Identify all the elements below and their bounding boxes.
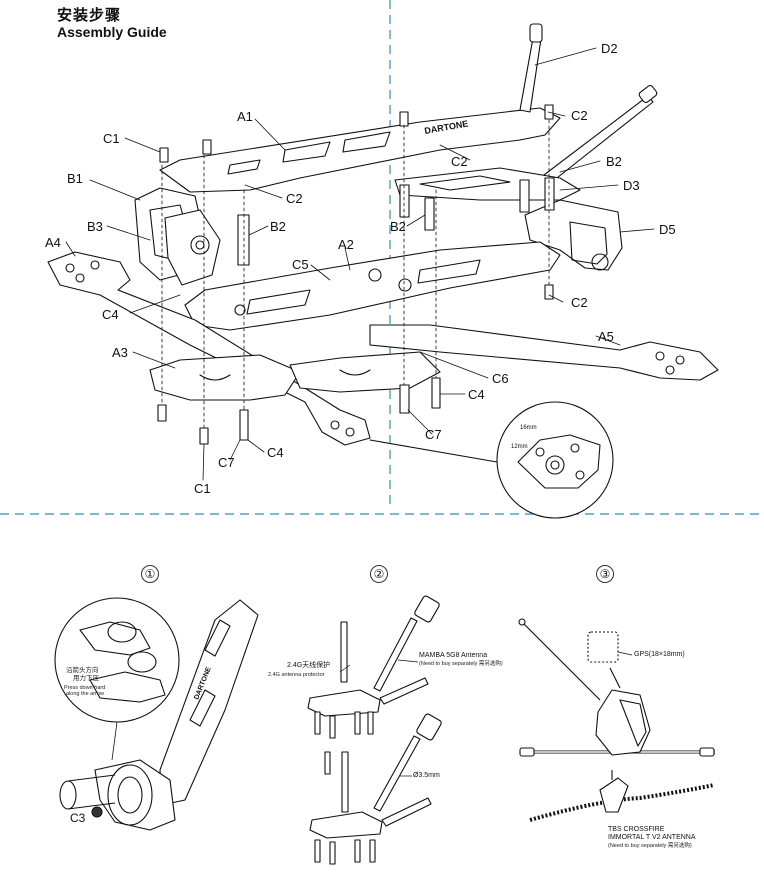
- label-a1: A1: [237, 109, 253, 124]
- d3-mount: [394, 167, 581, 201]
- label-d5: D5: [659, 222, 676, 237]
- page-title: Assembly Guide: [57, 24, 167, 40]
- step3-antenna-line1: TBS CROSSFIRE: [608, 826, 665, 833]
- step3-illustration: [518, 618, 715, 822]
- b2-standoffs-center: [399, 177, 555, 231]
- label-d2: D2: [601, 41, 618, 56]
- label-c1-bottom: C1: [194, 481, 211, 496]
- label-a5: A5: [598, 329, 614, 344]
- step-1-number: ①: [141, 565, 159, 583]
- label-b1: B1: [67, 171, 83, 186]
- label-c5: C5: [292, 257, 309, 272]
- label-c2-left: C2: [286, 191, 303, 206]
- step1-note-cn-1: 沿箭头方向: [66, 667, 99, 674]
- step3-antenna-note: (Need to buy separately 需另选购): [608, 843, 692, 849]
- arm-a4: [47, 251, 371, 446]
- b2-standoff: [237, 214, 250, 266]
- step1-note-en-2: along the arrow: [66, 691, 104, 697]
- step2-protector-cn: 2.4G天线保护: [287, 662, 331, 669]
- label-c4-bottom: C4: [267, 445, 284, 460]
- detail-inset: [369, 401, 614, 519]
- dim-12mm: 12mm: [511, 444, 528, 450]
- label-a4: A4: [45, 235, 61, 250]
- label-b2-left: B2: [270, 219, 286, 234]
- d2-antenna: [519, 23, 543, 113]
- label-c3: C3: [70, 811, 86, 825]
- step3-antenna-line2: IMMORTAL T V2 ANTENNA: [608, 834, 696, 841]
- step1-zoom-circle: [54, 597, 180, 723]
- step-2-number: ②: [370, 565, 388, 583]
- label-c4-left: C4: [102, 307, 119, 322]
- step1-note-cn-2: 用力下压: [73, 675, 99, 682]
- label-c2-right-top: C2: [571, 108, 588, 123]
- camera-mount-b1-b3: [134, 187, 221, 286]
- arm-a5: [369, 324, 719, 381]
- label-c7-right: C7: [425, 427, 442, 442]
- label-c2-mid: C2: [451, 154, 468, 169]
- step2-antenna-note: (Need to buy separately 需另选购): [419, 661, 503, 667]
- dim-16mm: 16mm: [520, 425, 537, 431]
- title-chinese: 安装步骤: [57, 6, 122, 24]
- label-b3: B3: [87, 219, 103, 234]
- label-d3: D3: [623, 178, 640, 193]
- label-b2-center: B2: [390, 219, 406, 234]
- step2-protector-en: 2.4G antenna protector: [268, 672, 325, 678]
- label-c2-right-low: C2: [571, 295, 588, 310]
- label-a2: A2: [338, 237, 354, 252]
- callout-leaders: [65, 47, 655, 481]
- section-dividers: [0, 0, 764, 515]
- antenna-mast-right: [539, 85, 658, 186]
- step-3-number: ③: [596, 565, 614, 583]
- bottom-plate-a3: [149, 351, 441, 401]
- label-c4-right: C4: [468, 387, 485, 402]
- label-c7-left: C7: [218, 455, 235, 470]
- step3-gps-label: GPS(18×18mm): [634, 651, 685, 658]
- label-b2-right: B2: [606, 154, 622, 169]
- label-a3: A3: [112, 345, 128, 360]
- step1-note-en-1: Press down hard: [64, 685, 106, 691]
- label-c1-top: C1: [103, 131, 120, 146]
- step1-illustration: DARTONE: [54, 597, 259, 831]
- top-plate-a1: DARTONE: [159, 107, 561, 193]
- step2-illustration: [307, 595, 442, 865]
- step2-antenna-name: MAMBA 5G8 Antenna: [419, 652, 488, 659]
- label-c6: C6: [492, 371, 509, 386]
- alignment-guides: [161, 119, 550, 429]
- middle-plate-a2: [184, 241, 561, 331]
- step2-diameter: Ø3.5mm: [413, 772, 440, 779]
